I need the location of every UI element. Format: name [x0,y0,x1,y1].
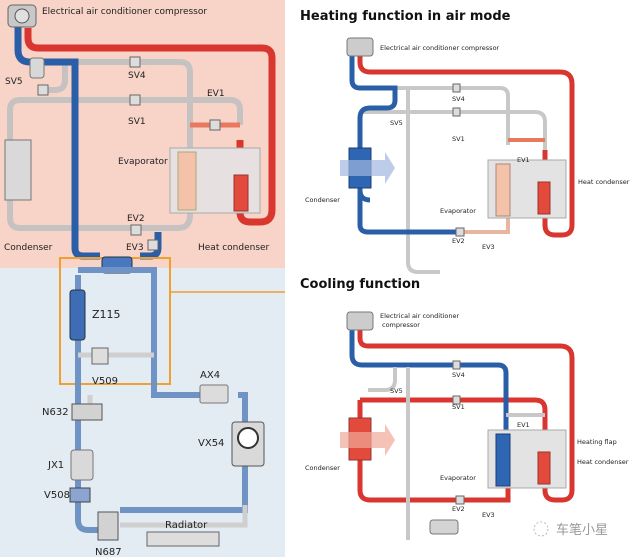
cooling-heat-condenser-icon [537,451,551,485]
heating-heat-condenser-label: Heat condenser [578,178,630,186]
refrigerant-line-inactive [7,59,243,231]
cooling-title: Cooling function [300,277,420,292]
ev3-label: EV3 [126,243,144,253]
heating-compressor-icon [346,37,374,57]
cooling-function-diagram: Cooling function Electrical air conditio… [300,277,629,540]
jx1-icon [70,449,94,481]
heating-sv4-label: SV4 [452,95,465,103]
n687-valve-icon [97,511,119,541]
sv4-valve-icon [129,56,141,68]
radiator-icon [146,531,220,547]
z115-heater-icon [69,289,86,341]
v508-pump-icon [69,487,91,503]
heat-condenser-icon [233,174,249,212]
cooling-ev2-label: EV2 [452,505,465,513]
cooling-ev1-label: EV1 [517,421,530,429]
cooling-sv4-label: SV4 [452,371,465,379]
heating-heat-condenser-icon [537,181,551,215]
v509-label: V509 [92,376,118,387]
jx1-label: JX1 [47,460,64,471]
heating-evaporator-icon [495,163,511,217]
hot-refrigerant-line [24,28,276,226]
condenser-icon [4,139,32,201]
cooling-sv5-label: SV5 [390,387,403,395]
v509-pump-icon [91,347,109,365]
cooling-condenser-label: Condenser [305,464,340,472]
heating-hot-line [357,52,575,238]
cooling-ev3-label: EV3 [482,511,495,519]
condenser-label: Condenser [4,243,53,253]
sv1-label: SV1 [128,117,146,127]
sv5-valve-icon [37,84,49,96]
left-full-system-diagram: Electrical air conditioner compressor SV… [0,0,285,557]
cooling-sv1-label: SV1 [452,403,465,411]
heating-ev2-label: EV2 [452,237,465,245]
heating-condenser-label: Condenser [305,196,340,204]
heating-sv5-label: SV5 [390,119,403,127]
heating-compressor-label: Electrical air conditioner compressor [380,44,500,52]
cooling-compressor-label-line2: compressor [382,321,420,329]
heating-ev1-label: EV1 [517,156,530,164]
ev1-label: EV1 [207,89,225,99]
cooling-cold-line [349,330,509,470]
cooling-compressor-label-line1: Electrical air conditioner [380,312,460,320]
heating-sv1-label: SV1 [452,135,465,143]
evaporator-icon [177,151,197,211]
cooling-evaporator-icon [495,433,511,487]
cooling-hot-line [357,330,575,503]
cold-refrigerant-line [14,20,100,260]
cooling-evaporator-label: Evaporator [440,474,476,482]
heating-function-diagram: Heating function in air mode Electrical … [300,9,630,274]
cooling-heating-flap-label: Heating flap [577,438,617,446]
z115-label: Z115 [92,308,121,321]
compressor-label: Electrical air conditioner compressor [42,7,207,17]
coolant-line [75,275,100,533]
cooling-chiller-icon [429,519,459,535]
heating-ev3-label: EV3 [482,243,495,251]
evaporator-label: Evaporator [118,157,168,167]
sv5-label: SV5 [5,77,23,87]
sv1-valve-icon [129,94,141,106]
ev2-label: EV2 [127,214,145,224]
vx54-label: VX54 [198,438,224,449]
ax4-icon [199,384,229,404]
heating-title: Heating function in air mode [300,9,511,24]
heating-cold-line [349,52,458,235]
radiator-label: Radiator [165,520,208,531]
n632-label: N632 [42,407,69,418]
n632-valve-icon [71,403,103,421]
n687-label: N687 [95,547,122,557]
heating-evaporator-label: Evaporator [440,207,476,215]
ev2-valve-icon [130,224,142,236]
watermark-logo-icon [533,521,549,537]
ax4-label: AX4 [200,370,220,381]
cooling-heat-condenser-label: Heat condenser [577,458,629,466]
ev1-valve-icon [209,119,221,131]
cooling-compressor-icon [346,311,374,331]
v508-label: V508 [44,490,70,501]
sv4-label: SV4 [128,71,146,81]
ev3-valve-icon [147,239,159,251]
watermark-text: 车笔小星 [556,522,608,538]
heat-condenser-label: Heat condenser [198,243,270,253]
accumulator-icon [29,57,45,79]
